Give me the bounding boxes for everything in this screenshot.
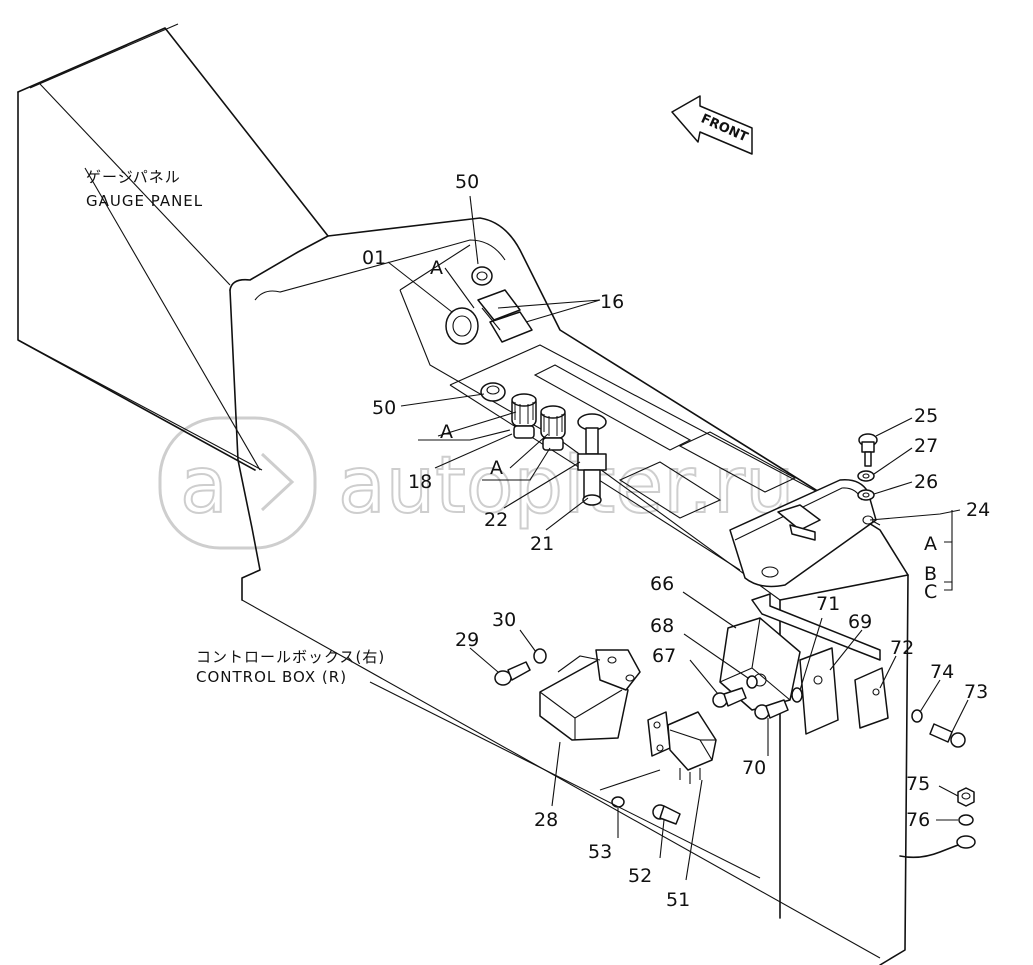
control-box-leader	[369, 681, 761, 879]
bracket-69	[751, 593, 881, 735]
gauge-panel-label-en: GAUGE PANEL	[86, 192, 203, 210]
callout-67: 67	[652, 645, 676, 667]
callout-A4: A	[924, 533, 937, 555]
watermark: a autopiter.ru	[158, 416, 796, 550]
plug-50-lower	[480, 382, 506, 402]
callout-51: 51	[666, 889, 690, 911]
bolt-25	[858, 433, 878, 467]
watermark-logo-letter: a	[180, 441, 228, 531]
callout-52: 52	[628, 865, 652, 887]
callout-30: 30	[492, 609, 516, 631]
callout-72: 72	[890, 637, 914, 659]
gauge-panel-label-jp: ゲージパネル	[86, 168, 181, 186]
leader-lines	[387, 195, 969, 881]
callout-B: B	[924, 563, 937, 585]
screw-52	[652, 804, 681, 825]
relay-28	[539, 649, 641, 741]
switch-16	[477, 289, 533, 343]
callouts: 50 01 A 16 50 A 18 A 22 21 25 27 26 24 A…	[362, 171, 990, 911]
callout-50a: 50	[455, 171, 479, 193]
washer-27	[857, 470, 875, 482]
washer-76	[958, 814, 974, 826]
callout-29: 29	[455, 629, 479, 651]
callout-01: 01	[362, 247, 386, 269]
watermark-text: autopiter.ru	[338, 441, 795, 531]
callout-26: 26	[914, 471, 938, 493]
callout-75: 75	[906, 773, 930, 795]
plug-50-upper	[471, 266, 493, 286]
washer-74	[911, 709, 923, 723]
callout-68: 68	[650, 615, 674, 637]
callout-74: 74	[930, 661, 954, 683]
ground-terminal	[899, 835, 976, 859]
control-box	[229, 217, 909, 965]
gauge-panel-leader	[84, 167, 261, 471]
gauge-panel	[17, 23, 329, 471]
washer-26	[857, 489, 875, 501]
screw-29	[494, 661, 531, 686]
relay-51	[647, 711, 717, 784]
washer-53	[611, 796, 625, 808]
callout-22: 22	[484, 509, 508, 531]
callout-21: 21	[530, 533, 554, 555]
screw-67	[712, 687, 747, 708]
washer-68	[746, 675, 758, 689]
knob-22	[540, 405, 566, 451]
callout-66: 66	[650, 573, 674, 595]
callout-71: 71	[816, 593, 840, 615]
front-arrow: FRONT	[671, 95, 753, 155]
callout-A2: A	[440, 421, 453, 443]
callout-24: 24	[966, 499, 990, 521]
callout-50b: 50	[372, 397, 396, 419]
washer-71	[791, 687, 803, 703]
callout-69: 69	[848, 611, 872, 633]
control-box-label-jp: コントロールボックス(右)	[196, 648, 385, 666]
callout-70: 70	[742, 757, 766, 779]
callout-18: 18	[408, 471, 432, 493]
callout-28: 28	[534, 809, 558, 831]
bracket-72	[854, 667, 889, 729]
callout-27: 27	[914, 435, 938, 457]
knob-18	[511, 393, 537, 439]
control-box-label-en: CONTROL BOX (R)	[196, 668, 347, 686]
nut-75	[957, 787, 975, 807]
callout-A3: A	[490, 457, 503, 479]
screw-70	[754, 699, 789, 720]
pushbutton-21	[577, 413, 607, 506]
callout-A1: A	[430, 257, 443, 279]
callout-73: 73	[964, 681, 988, 703]
key-switch-01	[445, 307, 479, 345]
screw-73	[929, 723, 966, 748]
switch-24	[729, 479, 877, 588]
washer-30	[533, 648, 547, 664]
callout-76: 76	[906, 809, 930, 831]
callout-C: C	[924, 581, 937, 603]
callout-53: 53	[588, 841, 612, 863]
callout-16: 16	[600, 291, 624, 313]
callout-25: 25	[914, 405, 938, 427]
